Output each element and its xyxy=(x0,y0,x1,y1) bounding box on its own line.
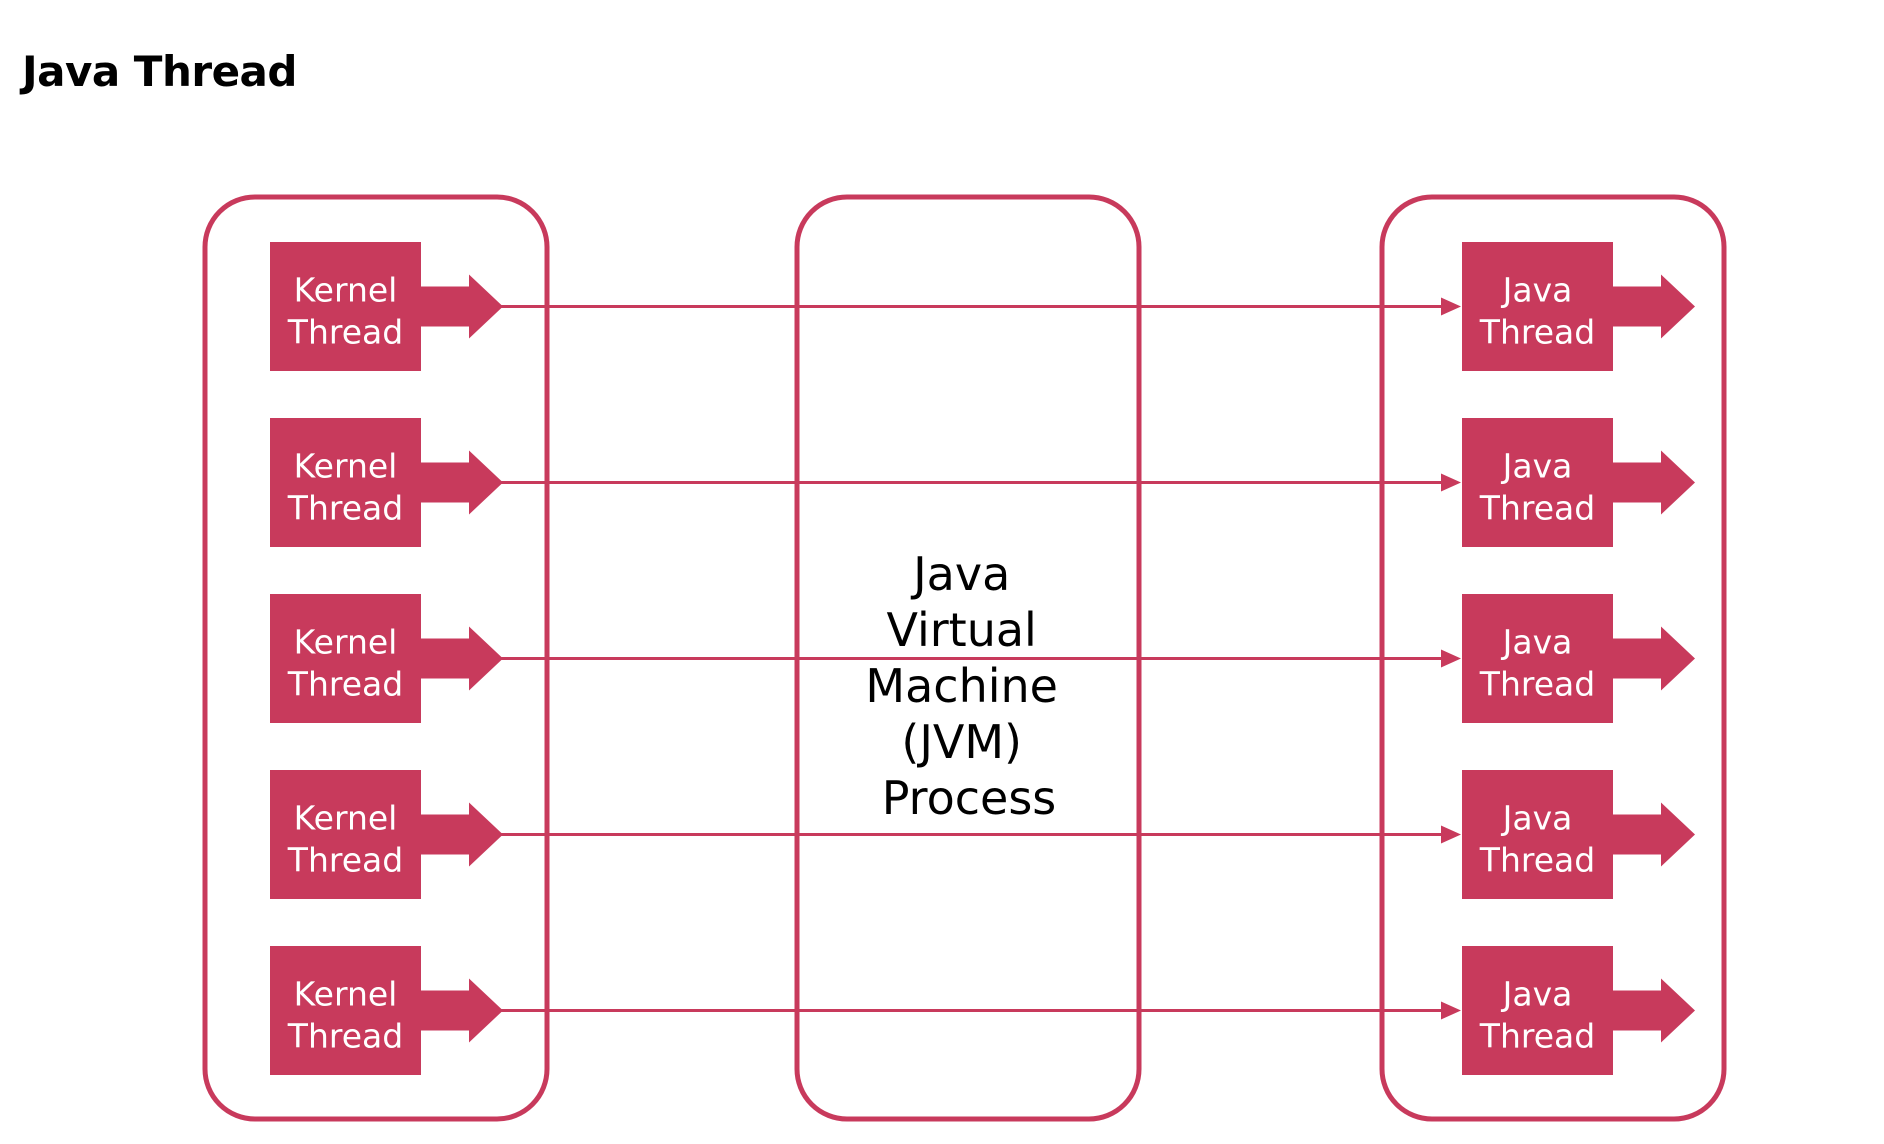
mapping-connector-4 xyxy=(501,825,1461,844)
java-thread-box-2-label-line-2: Thread xyxy=(1479,489,1595,528)
java-thread-box-4-label-line-2: Thread xyxy=(1479,841,1595,880)
java-thread-box-1-arrow-icon xyxy=(1612,274,1695,339)
kernel-thread-box-3-label-line-2: Thread xyxy=(287,665,403,704)
jvm-process-label: Java Virtual Machine (JVM) Process xyxy=(865,547,1072,825)
kernel-thread-box-5-body xyxy=(270,946,421,1075)
java-thread-box-5-label-line-2: Thread xyxy=(1479,1017,1595,1056)
java-thread-box-5-body xyxy=(1462,946,1613,1075)
kernel-thread-box-3-label-line-1: Kernel xyxy=(294,623,398,662)
java-thread-box-3-body xyxy=(1462,594,1613,723)
kernel-thread-box-1-label-line-1: Kernel xyxy=(294,271,398,310)
mapping-connector-3 xyxy=(501,649,1461,668)
kernel-thread-box-2-arrow-icon xyxy=(420,450,503,515)
java-thread-box-4-arrow-icon xyxy=(1612,802,1695,867)
page-title: Java Thread xyxy=(22,47,297,96)
java-thread-box-5-label-line-1: Java xyxy=(1501,975,1573,1014)
java-thread-box-2-arrow-icon xyxy=(1612,450,1695,515)
kernel-thread-box-5-label-line-1: Kernel xyxy=(294,975,398,1014)
jvm-label-line-5: Process xyxy=(882,771,1057,825)
jvm-label-line-2: Virtual xyxy=(887,603,1037,657)
mapping-connector-5 xyxy=(501,1001,1461,1020)
kernel-thread-box-3-arrow-icon xyxy=(420,626,503,691)
java-thread-box-2-body xyxy=(1462,418,1613,547)
java-thread-box-5-arrow-icon xyxy=(1612,978,1695,1043)
jvm-label-line-1: Java xyxy=(910,547,1010,601)
java-thread-box-1-label-line-2: Thread xyxy=(1479,313,1595,352)
java-thread-box-1-body xyxy=(1462,242,1613,371)
java-thread-box-3-arrow-icon xyxy=(1612,626,1695,691)
java-thread-box-1-label-line-1: Java xyxy=(1501,271,1573,310)
java-thread-box-4-label-line-1: Java xyxy=(1501,799,1573,838)
java-thread-box-4-body xyxy=(1462,770,1613,899)
kernel-thread-box-1-body xyxy=(270,242,421,371)
kernel-thread-box-1-label-line-2: Thread xyxy=(287,313,403,352)
kernel-thread-box-2-body xyxy=(270,418,421,547)
kernel-thread-box-2-label-line-2: Thread xyxy=(287,489,403,528)
kernel-thread-box-4-body xyxy=(270,770,421,899)
mapping-connector-1 xyxy=(501,297,1461,316)
kernel-thread-box-4-label-line-2: Thread xyxy=(287,841,403,880)
kernel-thread-box-2-label-line-1: Kernel xyxy=(294,447,398,486)
kernel-thread-box-5-label-line-2: Thread xyxy=(287,1017,403,1056)
java-thread-box-3-label-line-2: Thread xyxy=(1479,665,1595,704)
mapping-arrowhead-icon-2 xyxy=(1441,473,1461,492)
kernel-thread-box-3-body xyxy=(270,594,421,723)
kernel-thread-box-4-arrow-icon xyxy=(420,802,503,867)
java-thread-box-2-label-line-1: Java xyxy=(1501,447,1573,486)
mapping-arrowhead-icon-5 xyxy=(1441,1001,1461,1020)
mapping-arrowhead-icon-3 xyxy=(1441,649,1461,668)
kernel-thread-box-1-arrow-icon xyxy=(420,274,503,339)
kernel-thread-box-4-label-line-1: Kernel xyxy=(294,799,398,838)
mapping-arrowhead-icon-4 xyxy=(1441,825,1461,844)
java-thread-box-3-label-line-1: Java xyxy=(1501,623,1573,662)
mapping-connector-2 xyxy=(501,473,1461,492)
jvm-label-line-4: (JVM) xyxy=(901,715,1022,769)
kernel-thread-box-5-arrow-icon xyxy=(420,978,503,1043)
mapping-arrowhead-icon-1 xyxy=(1441,297,1461,316)
jvm-label-line-3: Machine xyxy=(865,659,1058,713)
